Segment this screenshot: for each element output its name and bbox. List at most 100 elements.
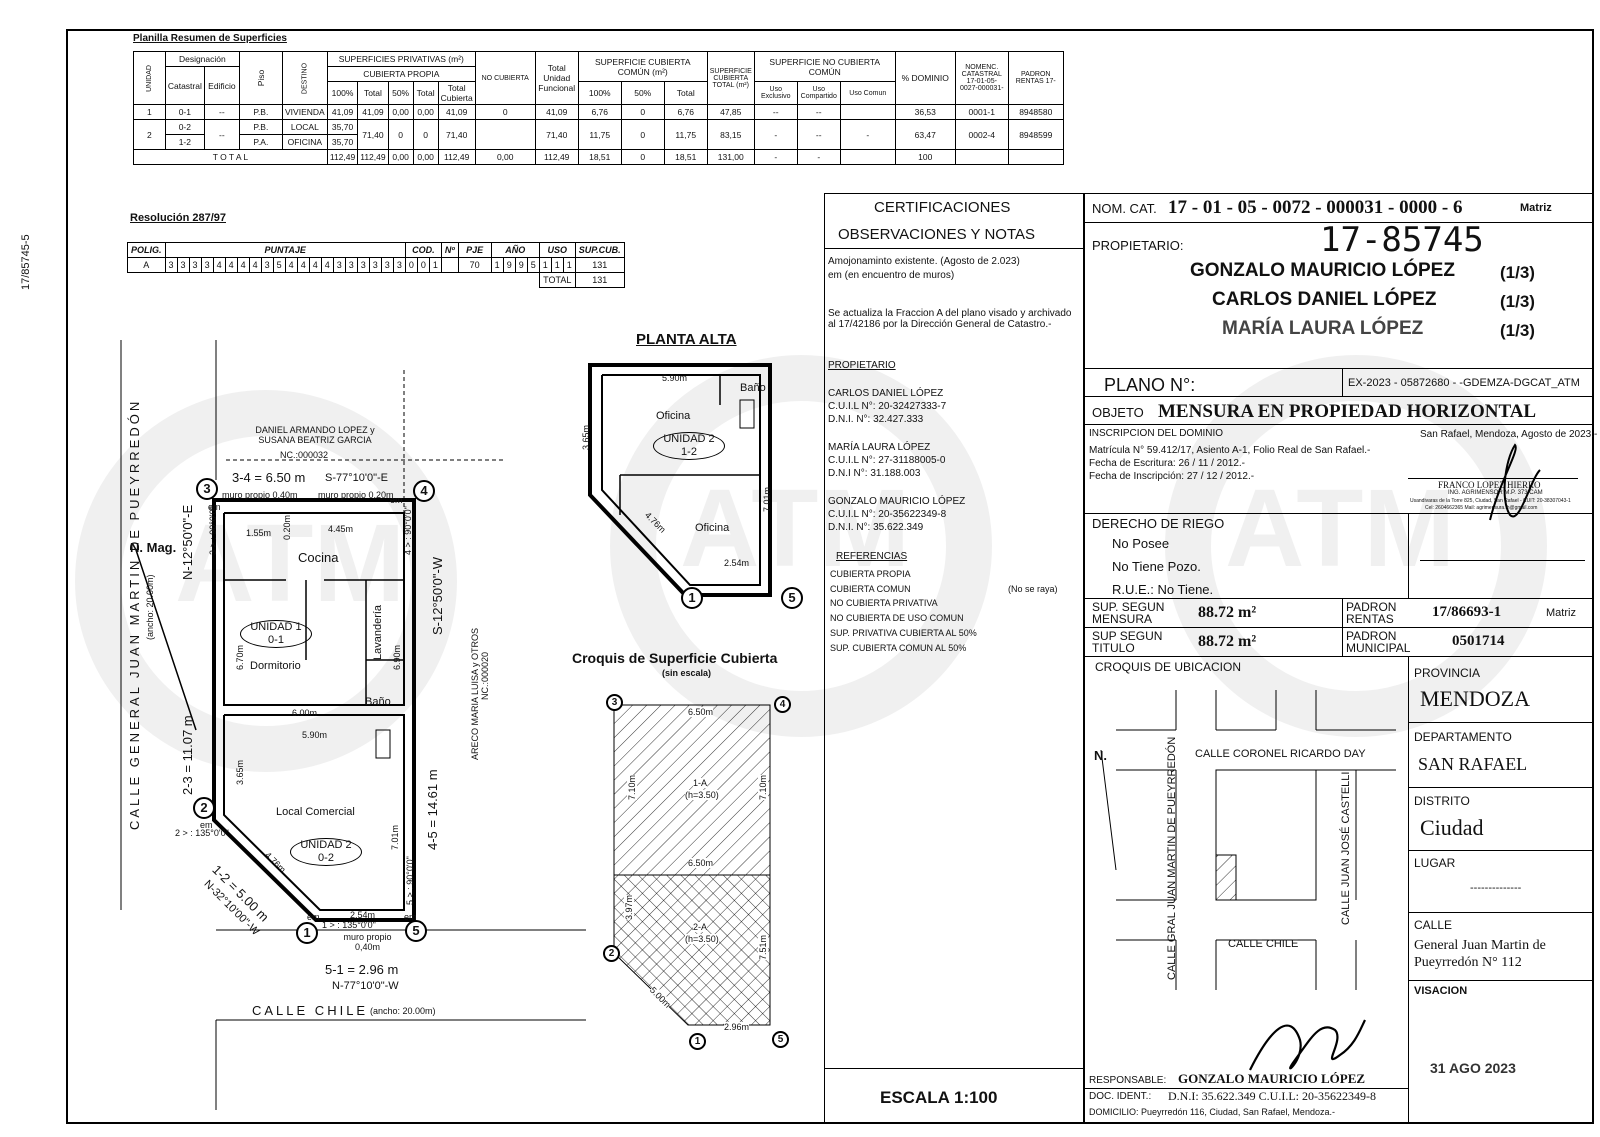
h-unidad: UNIDAD [145,64,153,92]
pa-banio: Baño [740,382,766,394]
riego-0: No Posee [1112,536,1170,551]
cell: 0002-4 [954,119,1009,150]
cell: 131 [574,272,625,288]
room-banio: Baño [365,696,391,708]
watermark-logo-mid: ATM [680,467,911,590]
neighbor-top: DANIEL ARMANDO LOPEZ y SUSANA BEATRIZ GA… [255,425,375,445]
h-100: 100% [326,81,359,105]
cell: 0 [620,119,665,150]
croquis-cub-subtitle: (sin escala) [662,668,712,678]
cc-vertex-1: 1 [689,1033,706,1050]
divider [1408,980,1594,981]
unit1-label: UNIDAD 1 [250,621,302,633]
cc-left1: 7.10m [627,774,637,800]
bearing-45: S-12°50'0"-W [430,556,445,635]
divider [1084,222,1594,223]
street-bottom: CALLE CHILE [252,1003,369,1018]
street-left: CALLE GENERAL JUAN MARTIN DE PUEYRREDÓN [127,398,142,830]
cell: 1 [490,257,504,273]
neighbor-right: ARECO MARIA LUISA y OTROS [470,627,480,760]
tb-owner-2: CARLOS DANIEL LÓPEZ [1212,289,1437,310]
cc-vertex-2: 2 [603,945,620,962]
calle-label: CALLE [1414,918,1453,932]
divider [1420,560,1585,561]
padron-municipal: 0501714 [1452,633,1505,649]
fecha-escritura: Fecha de Escritura: 26 / 11 / 2012.- [1089,458,1246,469]
divider [1408,787,1594,788]
owner-2-dni: D.N.I N°: 31.188.003 [828,468,921,479]
cell: Nº [440,242,459,258]
cell: - [753,149,798,165]
cell: 18,51 [577,149,622,165]
cc-top: 6.50m [688,707,714,717]
cell: 0 [474,104,536,120]
cell: 5 [272,257,286,273]
notes-panel [824,193,1084,1123]
cell: 11,75 [663,119,708,150]
street-bottom-width: (ancho: 20.00m) [370,1006,436,1016]
plano-label: PLANO N°: [1104,375,1196,395]
cell: 3 [176,257,190,273]
resolution-table: POLIG. PUNTAJE COD. Nº PJE AÑO USO SUP.C… [127,242,625,288]
cell: 0,00 [387,104,414,120]
summary-title: Planilla Resumen de Superficies [133,33,287,44]
h-sup-priv: SUPERFICIES PRIVATIVAS (m²) [326,51,476,67]
lugar: -------------- [1470,882,1522,894]
divider [1084,368,1594,369]
cell: -- [796,119,841,150]
cell: COD. [404,242,442,258]
notes-title2: OBSERVACIONES Y NOTAS [838,226,1036,243]
cell: 1-2 [164,134,205,150]
cell: 3 [332,257,346,273]
professional-signature [1489,443,1541,521]
divider [1408,912,1594,913]
cc-label2: 2-A [693,922,708,932]
h-uso-excl: Uso Exclusivo [753,81,798,105]
pa-vertex-5: 5 [781,587,803,609]
cell: 4 [248,257,262,273]
ref-1: CUBIERTA COMUN [830,584,911,594]
planta-alta-title: PLANTA ALTA [636,331,737,348]
em-2: em [200,820,213,830]
profesional-titulo: ING. AGRIMENSOR M.P. 373 CAM [1448,490,1543,496]
cell: 112,49 [437,149,476,165]
cell: -- [796,104,841,120]
side-34: 3-4 = 6.50 m [232,470,306,485]
tb-owner-3-share: (1/3) [1500,321,1535,340]
cell: 0001-1 [954,104,1009,120]
croquis-label: CROQUIS DE UBICACION [1095,660,1242,674]
provincia: MENDOZA [1420,686,1530,711]
riego-2: R.U.E.: No Tiene. [1112,582,1214,597]
cell: 0 [620,104,665,120]
divider [1408,850,1594,851]
expediente: EX-2023 - 05872680 - -GDEMZA-DGCAT_ATM [1348,377,1580,389]
cell: 63,47 [894,119,956,150]
sup-mensura: 88.72 m² [1198,604,1257,621]
nom-cat-label: NOM. CAT. [1092,201,1157,216]
h-uso-comun: Uso Comun [839,81,896,105]
em-4: em [390,495,403,505]
h-total-func: Total Unidad Funcional [534,51,579,105]
cell: 112,49 [326,149,359,165]
owner-1-cuil: C.U.I.L N°: 20-32427333-7 [828,401,947,412]
cell: 3 [164,257,178,273]
cc-vertex-5: 5 [772,1031,789,1048]
cell: 4 [212,257,226,273]
h-no-cub: NO CUBIERTA [474,51,536,105]
cell: LOCAL [281,119,328,135]
street-left-width: (ancho: 20.00m) [145,574,155,640]
padron-municipal-label: PADRON MUNICIPAL [1346,629,1411,655]
doc-label: DOC. IDENT.: [1089,1091,1152,1102]
cell: 0,00 [412,104,439,120]
ref-3: NO CUBIERTA DE USO COMUN [830,613,964,623]
cell: 3 [344,257,358,273]
cell: 4 [308,257,322,273]
owner-3-dni: D.N.I. N°: 35.622.349 [828,522,924,533]
dim-600: 6.00m [292,708,318,718]
cell [839,149,896,165]
croquis-cub-title: Croquis de Superficie Cubierta [572,650,778,666]
cell: 6,76 [663,104,708,120]
cell: 3 [200,257,214,273]
dim-690: 6.90m [392,644,402,670]
